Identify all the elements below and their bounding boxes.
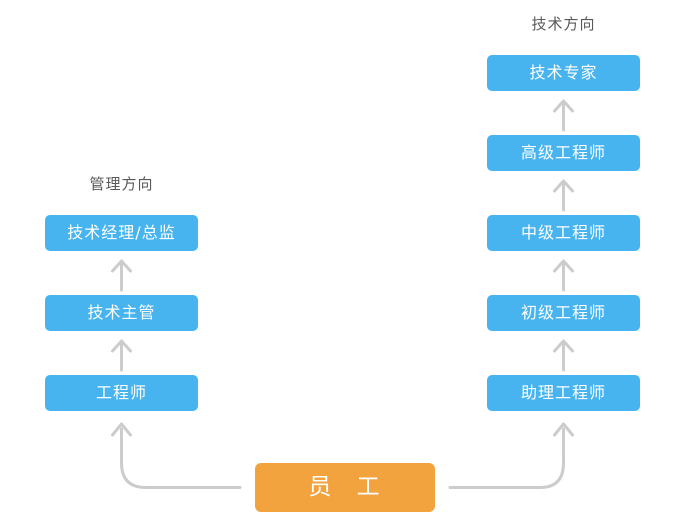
management-track-heading: 管理方向 — [89, 175, 154, 193]
node-technical-expert: 技术专家 — [487, 55, 640, 91]
curved-arrow-left — [111, 422, 242, 489]
node-senior-engineer: 高级工程师 — [487, 135, 640, 171]
up-arrow-icon — [111, 339, 132, 372]
node-engineer: 工程师 — [45, 375, 198, 411]
node-employee: 员 工 — [255, 463, 435, 512]
node-junior-engineer: 初级工程师 — [487, 295, 640, 331]
up-arrow-icon — [553, 179, 574, 212]
node-tech-supervisor: 技术主管 — [45, 295, 198, 331]
node-tech-manager-director: 技术经理/总监 — [45, 215, 198, 251]
node-intermediate-engineer: 中级工程师 — [487, 215, 640, 251]
up-arrow-icon — [553, 259, 574, 292]
up-arrow-icon — [111, 259, 132, 292]
up-arrow-icon — [553, 99, 574, 132]
up-arrow-icon — [553, 339, 574, 372]
technical-track-heading: 技术方向 — [531, 15, 596, 33]
node-assistant-engineer: 助理工程师 — [487, 375, 640, 411]
curved-arrow-right — [448, 422, 574, 489]
